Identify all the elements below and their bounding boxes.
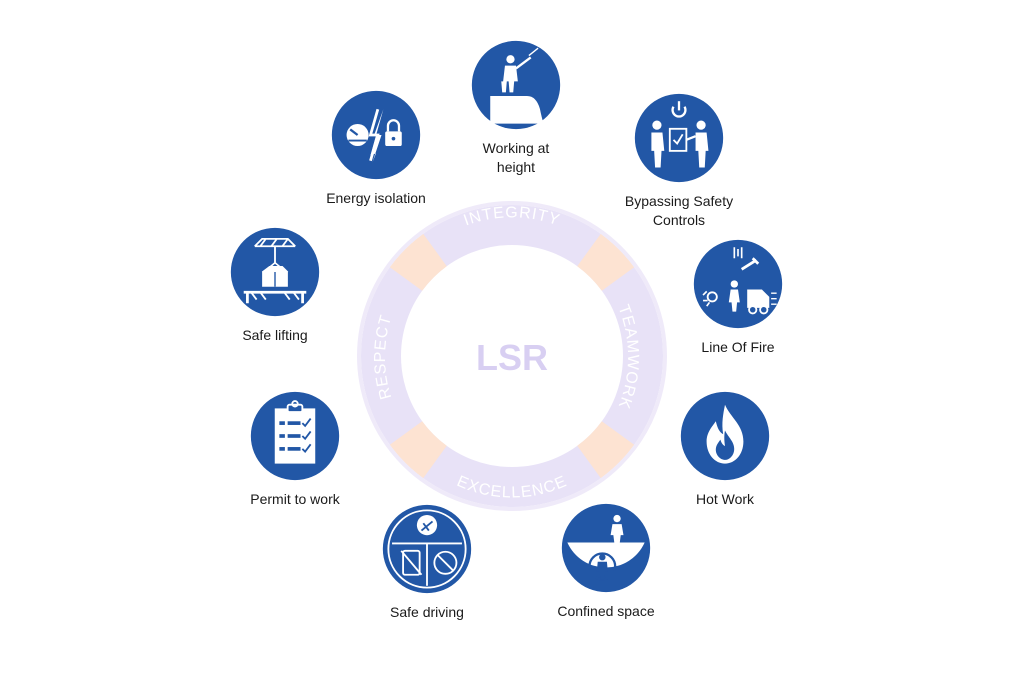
ring-outline <box>357 201 667 511</box>
ring-accent-segment <box>576 233 635 292</box>
rule-label: Hot Work <box>695 491 755 507</box>
rule-label: Permit to work <box>250 491 340 507</box>
value-respect: RESPECT <box>372 313 395 401</box>
center-title: LSR <box>476 337 548 378</box>
worker-harness-icon <box>471 40 561 130</box>
rule-label: Safe lifting <box>242 327 308 343</box>
ring-accent-segment <box>389 420 448 479</box>
rule-label: Line Of Fire <box>701 339 775 355</box>
ring-accent-segment <box>576 420 635 479</box>
crane-load-icon <box>230 227 320 317</box>
clipboard-icon <box>250 391 340 481</box>
ring-accent-segment <box>389 233 448 292</box>
rule-label: Bypassing Safety Controls <box>624 193 734 228</box>
ring-band <box>361 205 663 507</box>
seatbelt-no-phone-icon <box>382 504 472 594</box>
rule-label: Energy isolation <box>326 190 426 206</box>
ring-accents <box>389 233 635 479</box>
flame-icon <box>680 391 770 481</box>
rule-label: Confined space <box>557 603 655 619</box>
falling-object-vehicle-icon <box>693 239 783 329</box>
rule-label: Safe driving <box>390 604 464 620</box>
rule-label: Working at height <box>482 140 550 175</box>
power-checklist-icon <box>634 93 724 183</box>
confined-space-icon <box>561 503 651 593</box>
lockout-icon <box>331 90 421 180</box>
